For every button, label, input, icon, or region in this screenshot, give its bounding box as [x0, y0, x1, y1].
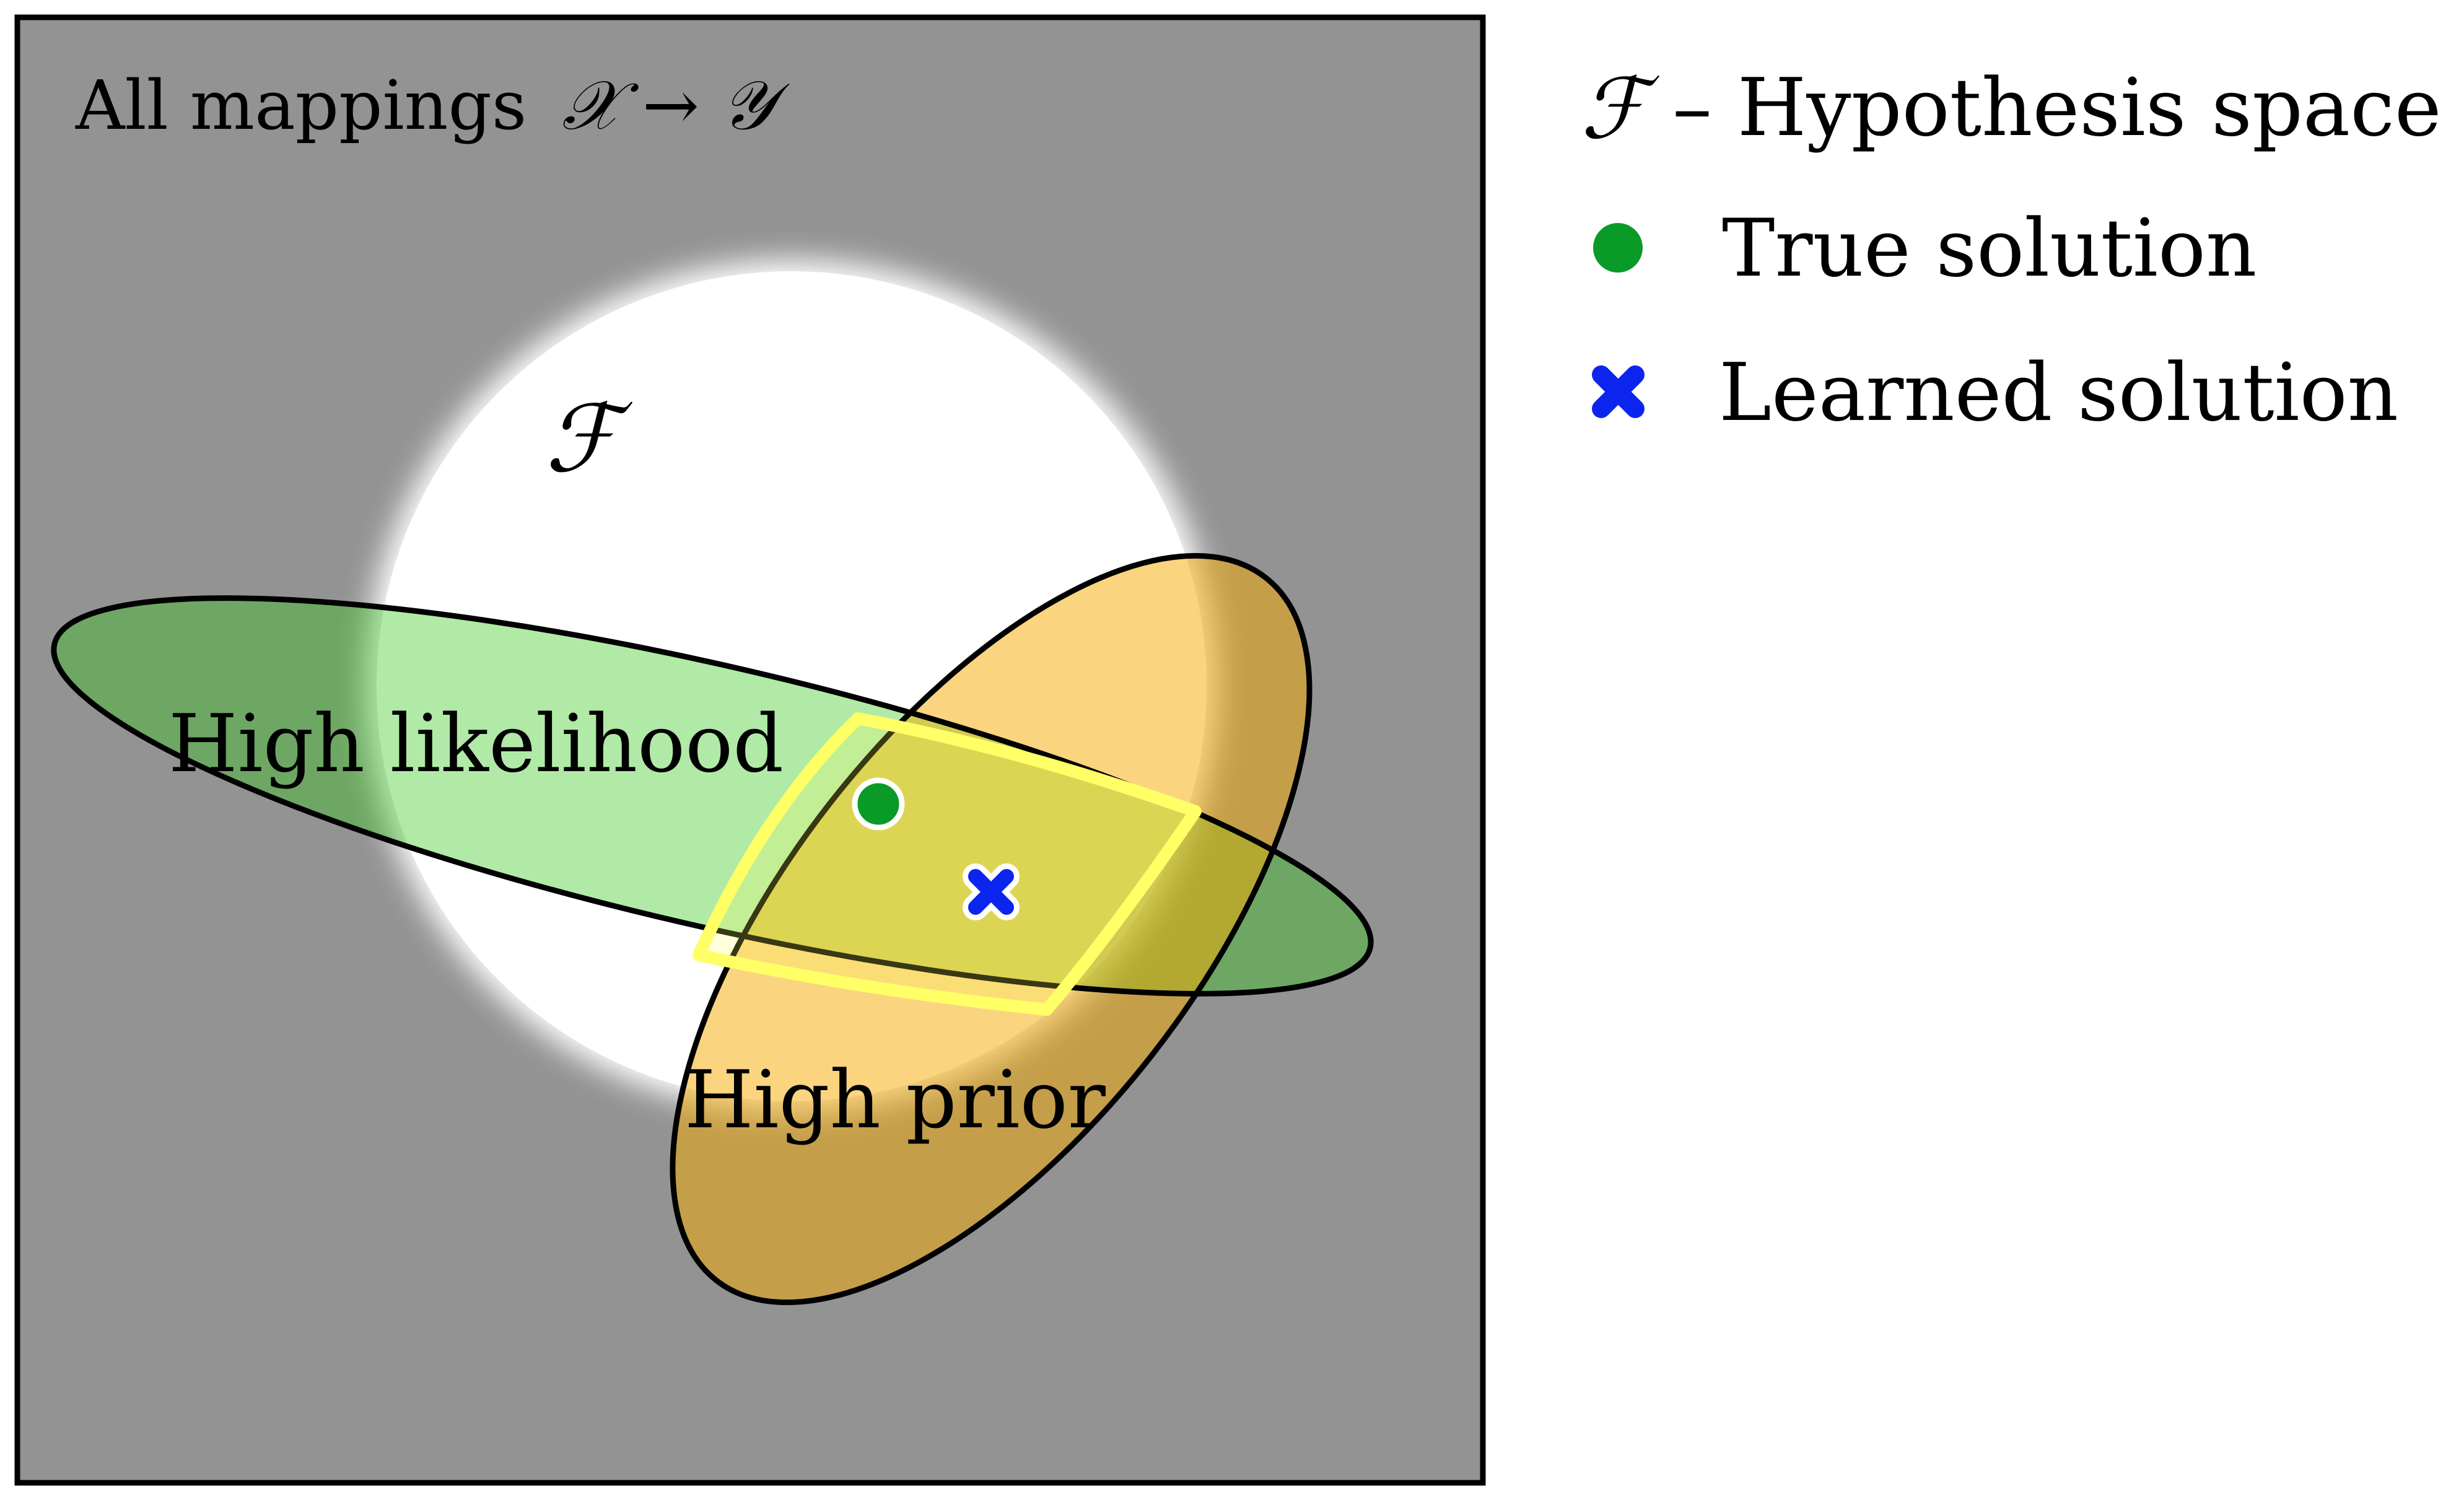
- legend-label-true-solution: True solution: [1722, 203, 2256, 295]
- blue-cross-icon: [1592, 365, 1645, 418]
- legend-item-true-solution: True solution: [1593, 203, 2256, 295]
- legend-item-learned-solution: Learned solution: [1592, 347, 2398, 439]
- learned-solution-marker: [963, 863, 1020, 920]
- hypothesis-symbol: ℱ: [1581, 60, 1660, 157]
- legend: ℱ – Hypothesis space True solution Learn…: [1581, 60, 2442, 439]
- high-prior-ellipse: [673, 556, 1309, 1303]
- high-likelihood-outline: [51, 595, 1374, 997]
- green-circle-icon: [1593, 223, 1643, 273]
- legend-label-learned-solution: Learned solution: [1719, 347, 2398, 439]
- all-mappings-label: All mappings 𝒳 → 𝒴: [75, 66, 790, 145]
- legend-item-hypothesis-space: ℱ – Hypothesis space: [1581, 60, 2442, 157]
- legend-label-hypothesis-space: – Hypothesis space: [1672, 62, 2442, 154]
- true-solution-marker: [852, 777, 905, 831]
- high-prior-label: High prior: [684, 1054, 1106, 1146]
- overlap-region: [692, 712, 1202, 1016]
- high-likelihood-label: High likelihood: [168, 698, 784, 790]
- high-prior-outline: [670, 552, 1313, 1306]
